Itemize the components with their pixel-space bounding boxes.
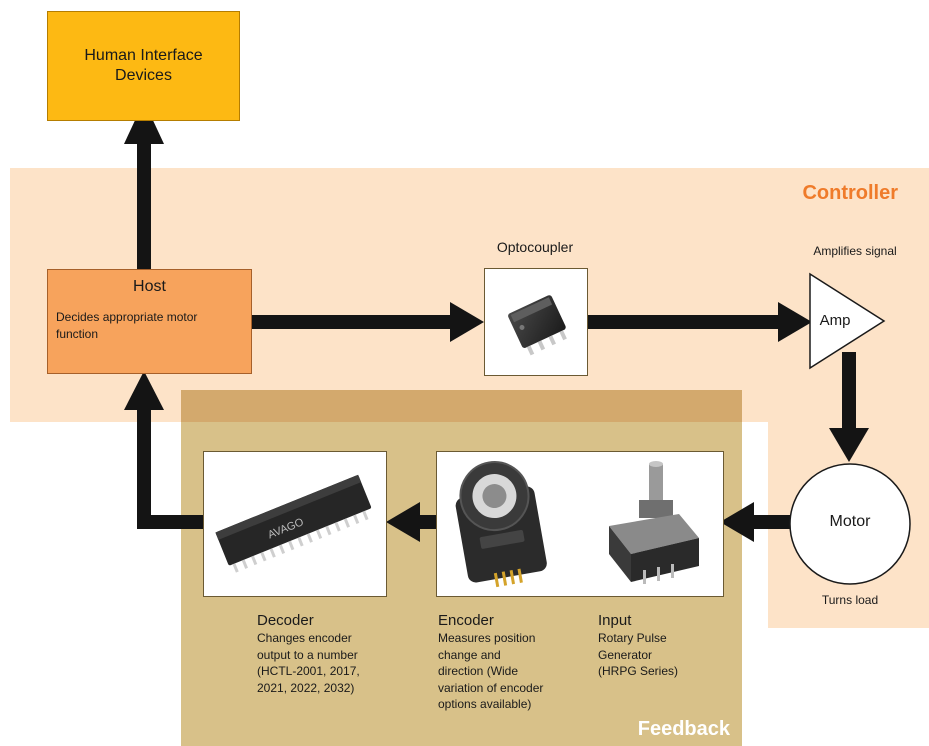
arrowhead-amp (778, 302, 812, 342)
decoder-desc-line1: Changes encoder (257, 631, 352, 645)
input-desc-line3: (HRPG Series) (598, 664, 679, 678)
feedback-title: Feedback (637, 718, 730, 740)
motor-circle (789, 463, 911, 585)
encoder-title: Encoder (438, 612, 494, 629)
arrow-decoder-to-host-vertical (137, 392, 151, 529)
decoder-desc-line2: output to a number (257, 647, 358, 662)
amp-note: Amplifies signal (813, 244, 897, 258)
hid-label-line1: Human Interface (84, 47, 203, 64)
decoder-desc-line4: 2021, 2022, 2032) (257, 680, 355, 695)
decoder-desc-line3: (HCTL-2001, 2017, (257, 664, 360, 678)
encoder-desc-line4: variation of encoder (438, 680, 544, 695)
hid-label-line2: Devices (115, 67, 172, 84)
input-title: Input (598, 612, 632, 629)
encoder-desc-line3: direction (Wide (438, 664, 519, 678)
rotary-pulse-generator-icon (609, 461, 699, 584)
input-desc-line1: Rotary Pulse (598, 631, 667, 645)
host-title: Host (133, 278, 166, 295)
arrowhead-hid (124, 101, 164, 144)
arrow-host-to-optocoupler (252, 315, 466, 329)
optocoupler-label: Optocoupler (496, 239, 574, 255)
motor-note: Turns load (821, 593, 879, 607)
host-box: Host Decides appropriate motor function (47, 269, 252, 374)
feedback-overlap-band (181, 390, 742, 422)
encoder-icon (455, 461, 547, 588)
decoder-title: Decoder (257, 612, 314, 629)
encoder-desc-line5: options available) (438, 697, 532, 711)
arrow-decoder-to-host-horizontal (137, 515, 205, 529)
human-interface-devices-box: Human Interface Devices (47, 11, 240, 121)
decoder-text: Decoder Changes encoder output to a numb… (257, 612, 407, 696)
arrowhead-motor (829, 428, 869, 462)
host-desc-line1: Decides appropriate motor (56, 310, 198, 324)
decoder-chip-icon: AVAGO (215, 474, 372, 573)
encoder-input-photo (436, 451, 724, 597)
arrow-host-to-hid (137, 140, 151, 270)
amp-triangle (809, 272, 886, 370)
host-description: Decides appropriate motor function (56, 309, 246, 343)
optocoupler-photo (484, 268, 588, 376)
amp-label: Amp (819, 312, 851, 329)
motor-label: Motor (829, 513, 871, 530)
arrow-optocoupler-to-amp (588, 315, 794, 329)
arrowhead-decoder (386, 502, 420, 542)
arrowhead-host (124, 371, 164, 410)
optocoupler-chip-icon (508, 295, 567, 356)
encoder-text: Encoder Measures position change and dir… (438, 612, 588, 713)
input-desc-line2: Generator (598, 647, 653, 662)
encoder-desc-line2: change and (438, 647, 501, 662)
host-desc-line2: function (56, 327, 99, 341)
controller-title: Controller (802, 182, 898, 204)
encoder-desc-line1: Measures position (438, 631, 536, 645)
arrowhead-input (720, 502, 754, 542)
arrow-amp-to-motor (842, 352, 856, 442)
arrowhead-optocoupler (450, 302, 484, 342)
input-text: Input Rotary Pulse Generator (HRPG Serie… (598, 612, 718, 680)
decoder-photo: AVAGO (203, 451, 387, 597)
